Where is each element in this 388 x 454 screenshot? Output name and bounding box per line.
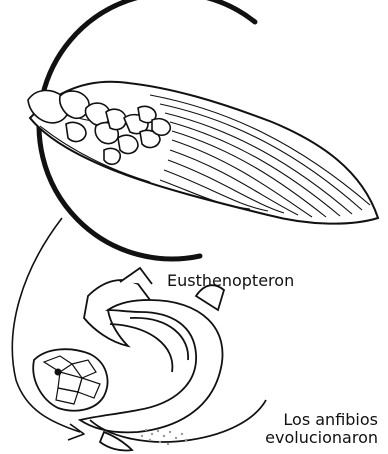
connector-arrowhead: [68, 424, 84, 440]
eusthenopteron-fish: [33, 268, 266, 451]
caption-line-1: Los anfibios: [265, 411, 378, 429]
species-label: Eusthenopteron: [167, 272, 294, 290]
fish-eye: [55, 369, 62, 376]
caption-text: Los anfibios evolucionaron: [265, 411, 378, 447]
caption-line-2: evolucionaron: [265, 429, 378, 447]
